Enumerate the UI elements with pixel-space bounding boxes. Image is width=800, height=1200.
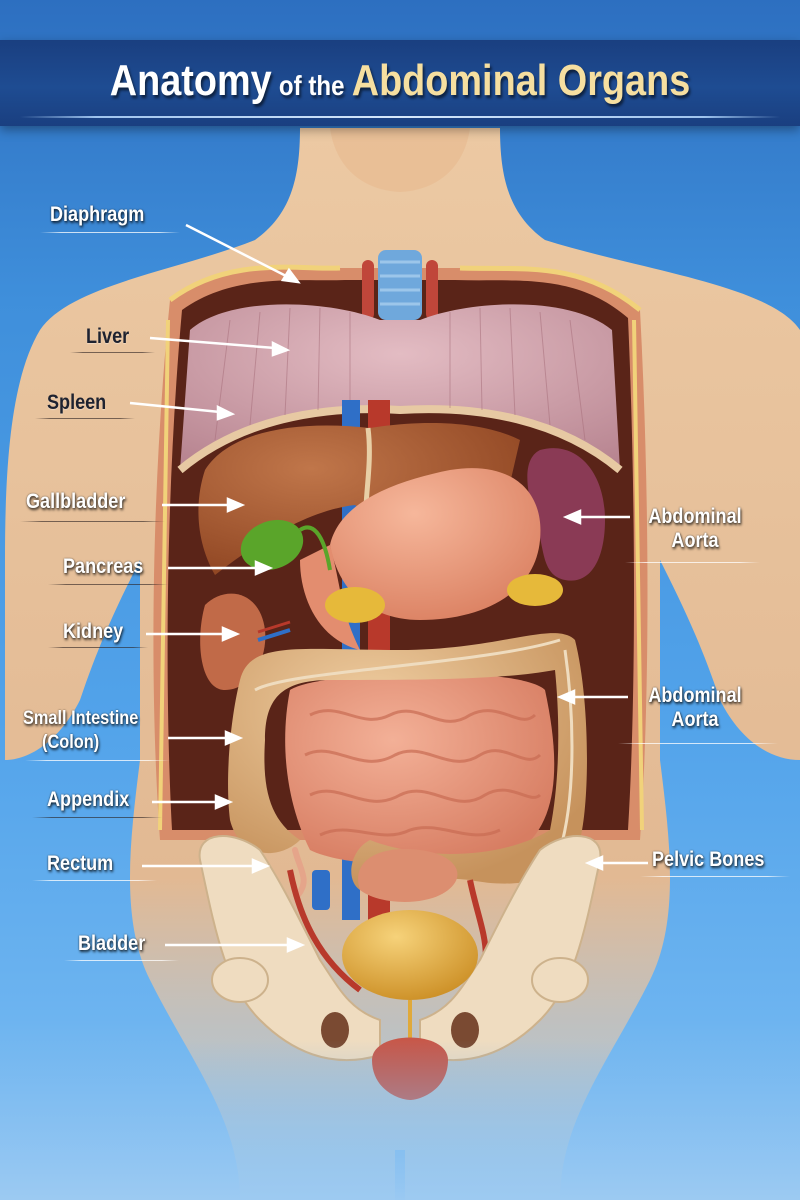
label-small-intestine: Small Intestine (23, 708, 139, 729)
label-underline (640, 876, 790, 877)
label-underline (40, 232, 180, 233)
label-line: Aorta (671, 529, 719, 552)
label-appendix: Appendix (47, 788, 130, 811)
label-underline (625, 562, 760, 563)
title-part-anatomy: Anatomy (109, 56, 272, 105)
label-spleen: Spleen (47, 391, 107, 414)
label-underline (48, 647, 148, 648)
label-underline (32, 880, 157, 881)
label-line: Aorta (671, 708, 719, 731)
title-part-of-the: of the (278, 70, 345, 101)
page-title: Anatomy of the Abdominal Organs (56, 56, 744, 106)
label-underline (48, 584, 168, 585)
label-diaphragm: Diaphragm (50, 203, 145, 226)
label-rectum: Rectum (47, 852, 114, 875)
label-underline (20, 521, 165, 522)
label-pelvic-bones: Pelvic Bones (652, 848, 765, 871)
title-banner: Anatomy of the Abdominal Organs (0, 40, 800, 126)
label-underline (70, 352, 155, 353)
label-underline (618, 743, 778, 744)
label-small-intestine-colon: (Colon) (42, 732, 100, 753)
label-underline (25, 760, 170, 761)
label-pancreas: Pancreas (63, 555, 144, 578)
label-underline (32, 817, 162, 818)
label-underline (35, 418, 135, 419)
label-line: Abdominal (648, 505, 742, 528)
title-divider (20, 116, 780, 118)
label-underline (64, 960, 179, 961)
label-liver: Liver (86, 325, 130, 348)
title-part-abdominal-organs: Abdominal Organs (351, 56, 691, 105)
label-bladder: Bladder (78, 932, 146, 955)
label-abdominal-aorta-lower: Abdominal Aorta (639, 684, 751, 732)
label-abdominal-aorta-upper: Abdominal Aorta (639, 505, 751, 553)
label-line: Abdominal (648, 684, 742, 707)
label-gallbladder: Gallbladder (26, 490, 126, 513)
label-kidney: Kidney (63, 620, 124, 643)
